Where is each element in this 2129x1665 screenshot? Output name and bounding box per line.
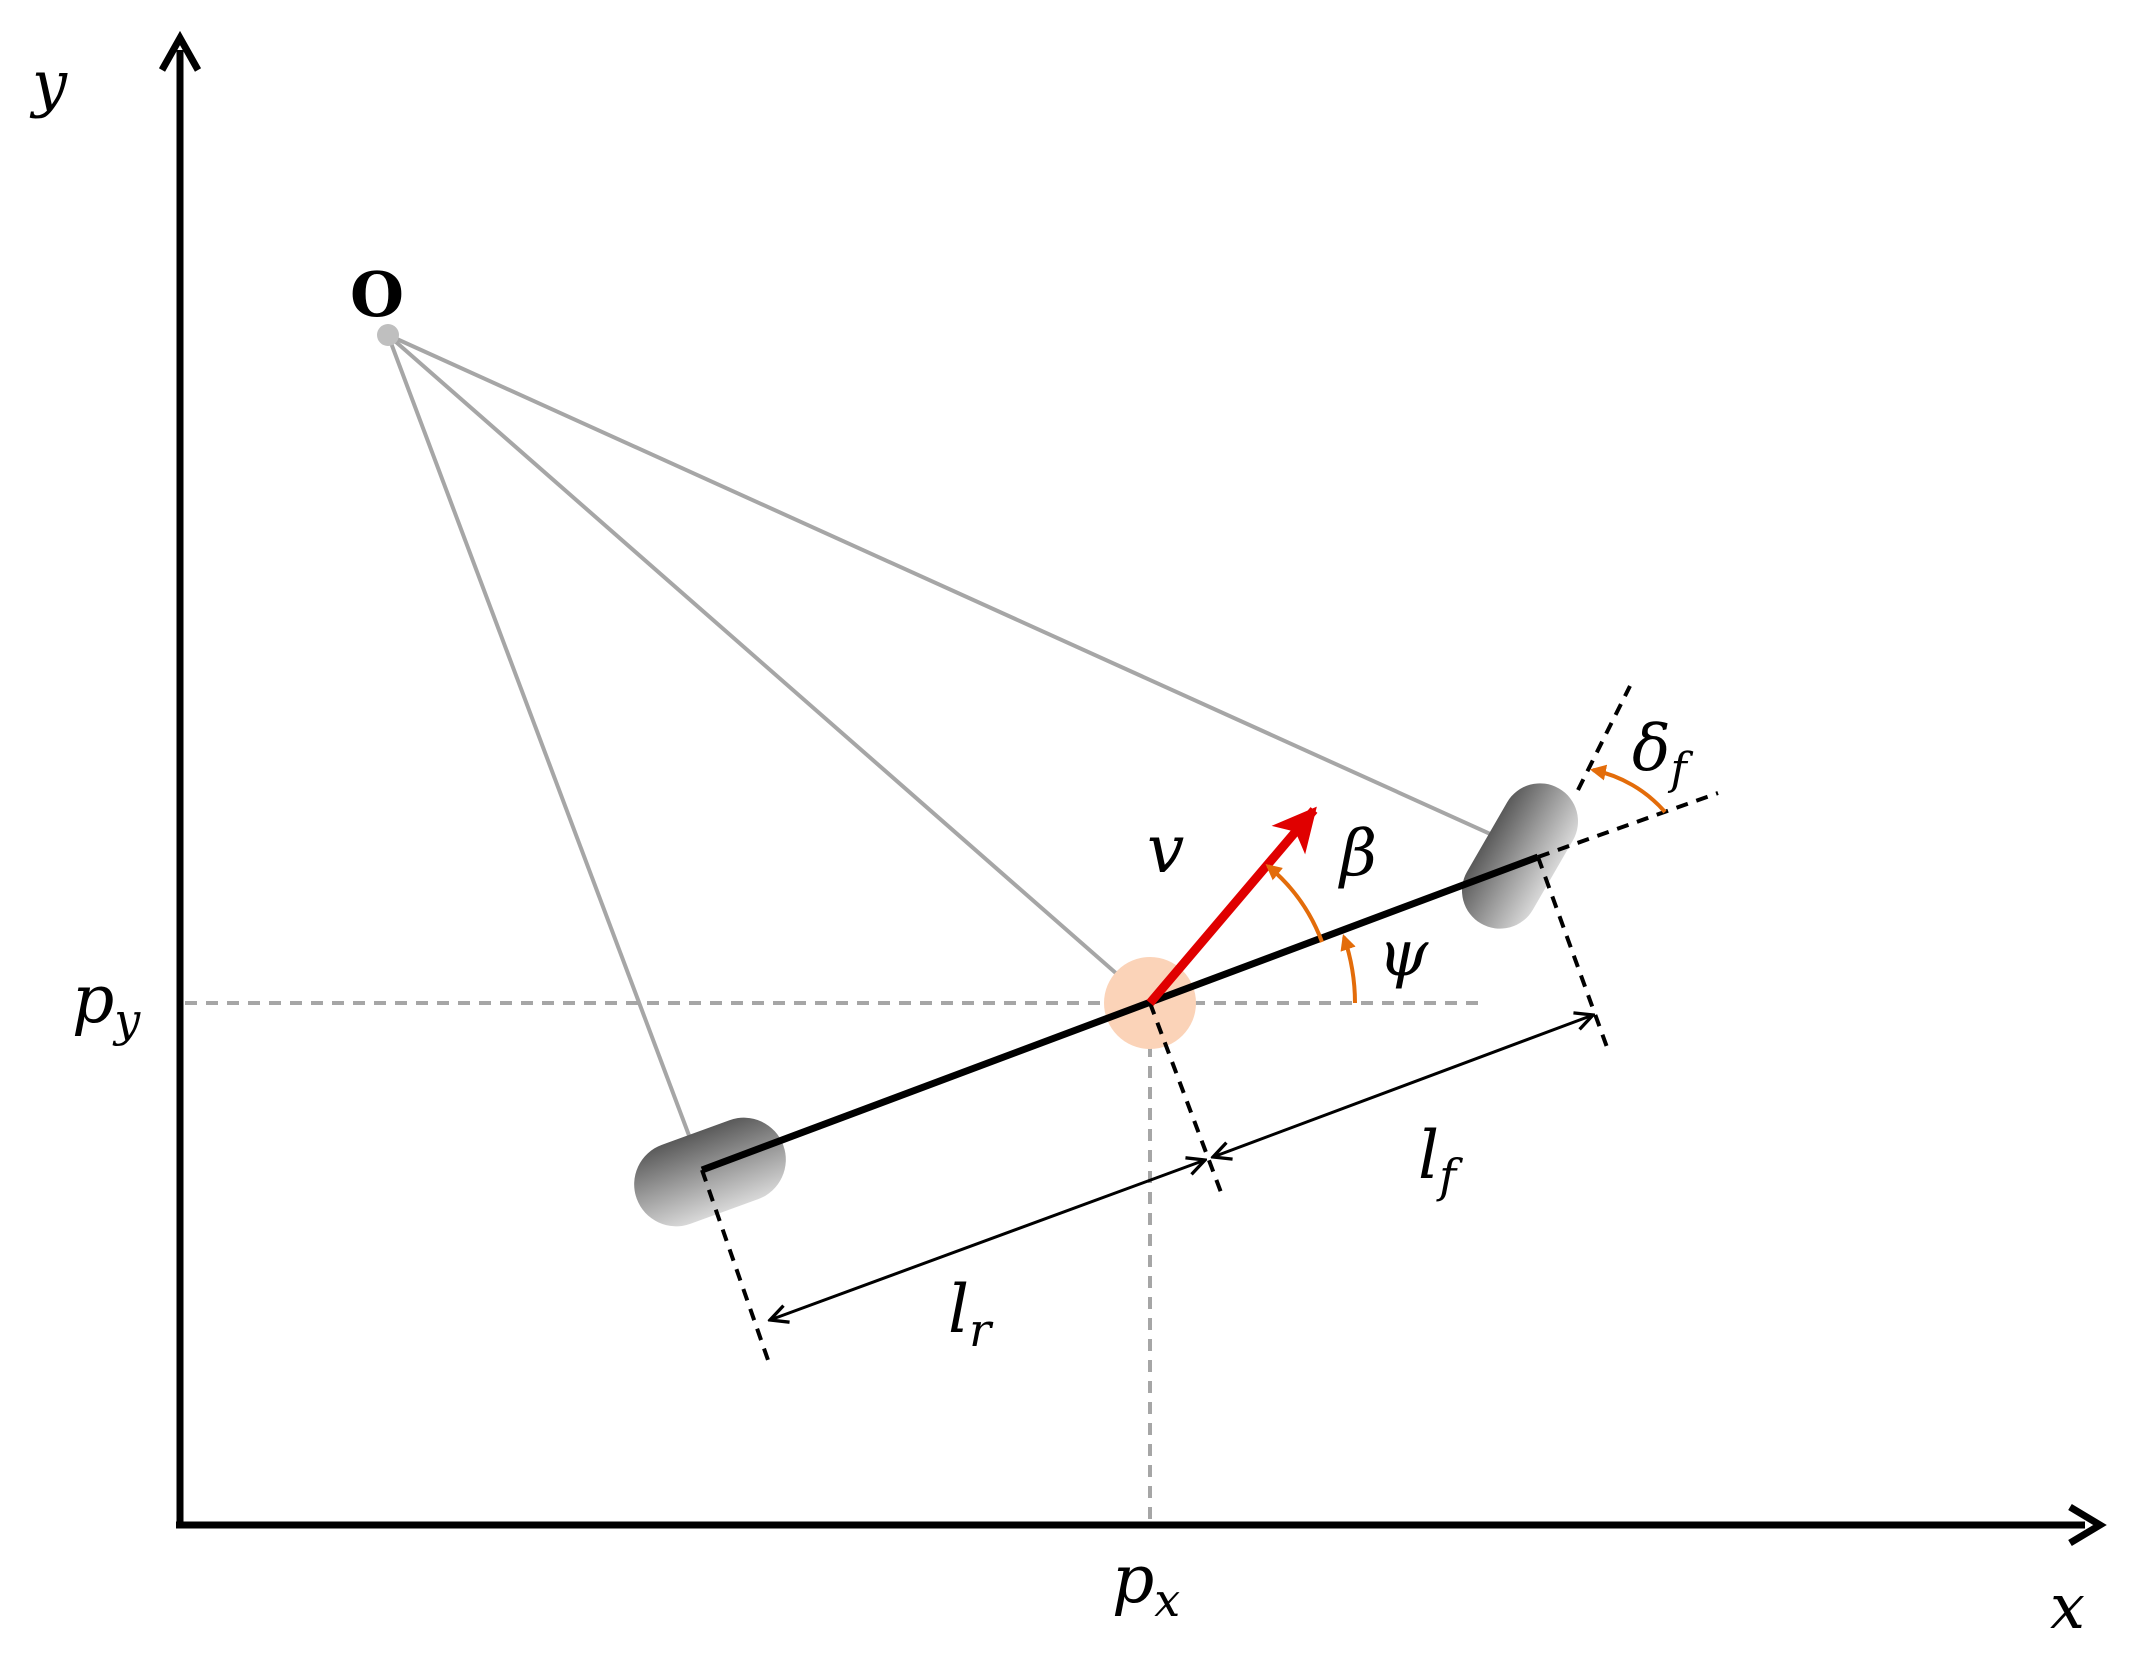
- py-subscript: y: [112, 993, 141, 1047]
- dimension-lines: [770, 1015, 1593, 1320]
- black-dashed-lines: [700, 685, 1719, 1361]
- delta-subscript: f: [1668, 744, 1694, 795]
- x-axis-label: x: [2050, 1570, 2085, 1643]
- beta-arc: [1265, 863, 1324, 943]
- lf-symbol: l: [1418, 1117, 1439, 1194]
- angle-arcs: [1265, 764, 1667, 1004]
- rear-wheel: [634, 1117, 786, 1227]
- lf-dimension: [1213, 1015, 1593, 1157]
- velocity-label: v: [1147, 811, 1184, 888]
- px-symbol: p: [1112, 1541, 1154, 1618]
- front-wheel: [1462, 783, 1578, 929]
- delta-arc: [1589, 764, 1667, 814]
- line-o-to-rear-wheel: [386, 334, 704, 1171]
- body-extension-line: [1537, 791, 1719, 859]
- beta-label: β: [1338, 817, 1377, 891]
- delta-symbol: δ: [1632, 712, 1671, 786]
- arrowhead-up-icon: [158, 30, 202, 72]
- lr-label: lr: [948, 1271, 994, 1357]
- lf-label: lf: [1418, 1117, 1463, 1203]
- origin-dot: [377, 324, 399, 346]
- py-label: py: [72, 961, 141, 1047]
- arrowhead-right-icon: [2068, 1503, 2107, 1547]
- y-axis-label: y: [29, 47, 68, 120]
- construction-lines: [386, 333, 1531, 1171]
- cg-perp-line: [1148, 1002, 1224, 1196]
- lr-symbol: l: [948, 1271, 969, 1348]
- dashed-guides: [185, 1001, 1480, 1525]
- lr-dimension: [770, 1160, 1205, 1320]
- delta-label: δf: [1632, 712, 1694, 795]
- velocity-arrow: [1146, 806, 1318, 1006]
- lr-subscript: r: [969, 1303, 994, 1357]
- psi-arc: [1340, 933, 1357, 1004]
- px-subscript: x: [1154, 1573, 1180, 1627]
- px-label: px: [1112, 1541, 1180, 1627]
- axes: [158, 30, 2107, 1547]
- py-symbol: p: [72, 961, 114, 1038]
- vehicle-body-line: [700, 853, 1540, 1174]
- line-o-to-cg: [386, 333, 1152, 1005]
- line-o-to-front-wheel: [387, 333, 1531, 854]
- lf-subscript: f: [1436, 1149, 1463, 1203]
- psi-label: ψ: [1378, 917, 1429, 991]
- origin-label: O: [350, 258, 404, 331]
